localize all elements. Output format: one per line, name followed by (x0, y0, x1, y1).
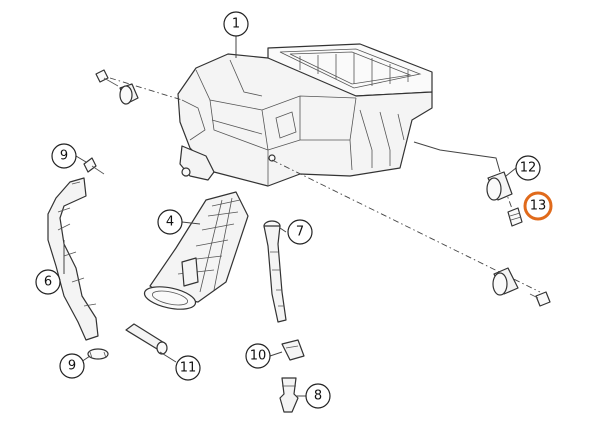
leader-lines (63, 36, 517, 397)
callout-circle (59, 353, 85, 379)
callout-circle (305, 383, 331, 409)
callout-circle-highlighted (523, 191, 553, 221)
breather-tube (263, 220, 287, 323)
grommet-upper (486, 171, 513, 201)
tube-clip (281, 339, 305, 361)
callout-circle (175, 355, 201, 381)
callout-circle (223, 11, 249, 37)
callout-8[interactable]: 8 (305, 383, 331, 409)
bolt-lower (529, 291, 551, 307)
valve (279, 377, 299, 413)
bolt-13 (507, 207, 523, 227)
callout-circle (157, 209, 183, 235)
callout-12[interactable]: 12 (515, 155, 541, 181)
callout-13[interactable]: 13 (523, 191, 553, 221)
callout-circle (245, 343, 271, 369)
callout-label: 10 (250, 349, 267, 364)
callout-9-upper[interactable]: 9 (51, 143, 77, 169)
callout-label: 6 (44, 275, 52, 290)
callout-9-lower[interactable]: 9 (59, 353, 85, 379)
callout-label: 13 (530, 199, 547, 214)
top-screw (95, 69, 119, 87)
callout-label: 11 (180, 361, 197, 376)
callout-10[interactable]: 10 (245, 343, 271, 369)
intake-boot (143, 191, 249, 310)
callout-label: 9 (60, 149, 68, 164)
callout-circle (51, 143, 77, 169)
strap (125, 323, 168, 355)
airbox-housing (177, 43, 433, 187)
clip-upper (83, 157, 105, 175)
callout-label: 8 (314, 389, 322, 404)
callout-1[interactable]: 1 (223, 11, 249, 37)
callout-label: 9 (68, 359, 76, 374)
callout-7[interactable]: 7 (287, 219, 313, 245)
callout-11[interactable]: 11 (175, 355, 201, 381)
top-grommet (119, 83, 139, 105)
callout-label: 4 (166, 215, 174, 230)
callout-label: 7 (296, 225, 304, 240)
callout-circle (515, 155, 541, 181)
callouts: 1 4 6 7 8 9 9 10 (35, 11, 553, 409)
callout-4[interactable]: 4 (157, 209, 183, 235)
callout-circle (287, 219, 313, 245)
hose-clamp (87, 348, 109, 360)
drain-hose (47, 177, 99, 341)
callout-label: 12 (520, 161, 537, 176)
grommet-lower (492, 267, 519, 296)
callout-6[interactable]: 6 (35, 269, 61, 295)
callout-circle (35, 269, 61, 295)
callout-label: 1 (232, 17, 240, 32)
axis-right (413, 141, 501, 173)
axis-lower (271, 159, 541, 293)
